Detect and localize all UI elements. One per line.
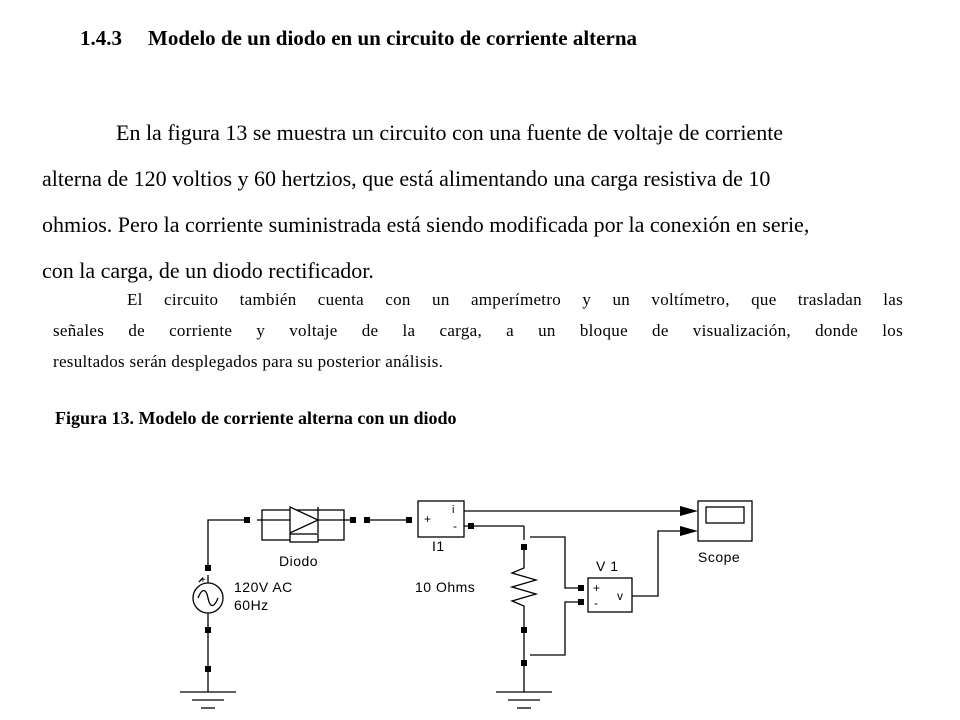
voltmeter-minus: - (594, 596, 598, 610)
section-heading: 1.4.3 Modelo de un diodo en un circuito d… (80, 26, 637, 51)
text-line: En la figura 13 se muestra un circuito c… (116, 120, 784, 145)
paragraph-2-line: El circuito también cuenta con un amperí… (53, 284, 903, 315)
resistor-symbol (509, 563, 539, 610)
paragraph-1-line: alterna de 120 voltios y 60 hertzios, qu… (42, 156, 924, 202)
connection-ports (205, 517, 584, 672)
figure-caption: Figura 13. Modelo de corriente alterna c… (55, 408, 457, 428)
text-line: señales de corriente y voltaje de la car… (53, 321, 903, 340)
ammeter-block (417, 500, 465, 538)
ammeter-minus: - (453, 519, 457, 533)
voltmeter-block (587, 577, 633, 613)
ground-symbol-left (180, 691, 236, 709)
paragraph-2: El circuito también cuenta con un amperí… (53, 284, 903, 377)
text-line: ohmios. Pero la corriente suministrada e… (42, 212, 810, 237)
circuit-diagram: Diodo + 120V AC 60Hz + i - I1 10 Ohms + … (180, 500, 753, 709)
scope-label: Scope (698, 549, 740, 565)
paragraph-2-line: resultados serán desplegados para su pos… (53, 346, 903, 377)
ground-symbol-right (496, 691, 552, 709)
paragraph-2-line: señales de corriente y voltaje de la car… (53, 315, 903, 346)
ac-source-frequency: 60Hz (234, 597, 269, 613)
text-line: resultados serán desplegados para su pos… (53, 352, 444, 371)
diode-symbol (261, 505, 345, 543)
scope-input-arrows (680, 506, 698, 536)
voltmeter-output-label: v (617, 589, 623, 603)
text-line: alterna de 120 voltios y 60 hertzios, qu… (42, 166, 771, 191)
section-title: Modelo de un diodo en un circuito de cor… (148, 26, 637, 50)
text-line: con la carga, de un diodo rectificador. (42, 258, 374, 283)
diode-label: Diodo (279, 553, 318, 569)
voltmeter-label: V 1 (596, 558, 619, 574)
resistor-label: 10 Ohms (415, 579, 475, 595)
ammeter-plus: + (424, 512, 431, 526)
ac-source-voltage: 120V AC (234, 579, 293, 595)
paragraph-1: En la figura 13 se muestra un circuito c… (42, 110, 924, 294)
ac-source-plus: + (200, 575, 206, 586)
paragraph-1-line: En la figura 13 se muestra un circuito c… (42, 110, 924, 156)
voltmeter-plus: + (593, 581, 600, 595)
ac-source-symbol (192, 577, 224, 614)
scope-block (697, 500, 753, 542)
section-number: 1.4.3 (80, 26, 122, 50)
paragraph-1-line: con la carga, de un diodo rectificador. (42, 248, 924, 294)
paragraph-1-line: ohmios. Pero la corriente suministrada e… (42, 202, 924, 248)
ammeter-label: I1 (432, 538, 445, 554)
ammeter-output-label: i (452, 504, 454, 516)
text-line: El circuito también cuenta con un amperí… (127, 290, 903, 309)
